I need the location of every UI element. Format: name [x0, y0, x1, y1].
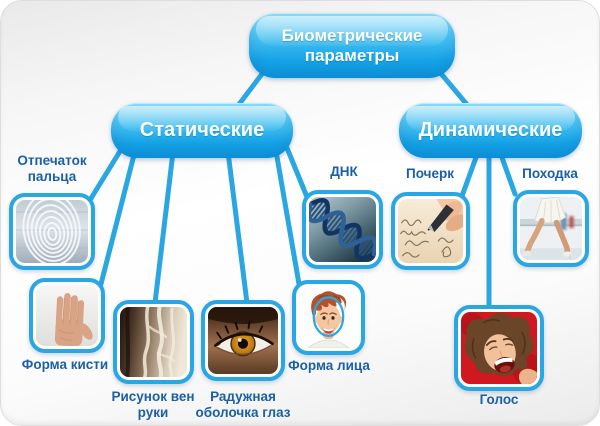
hand-shape-thumb: [29, 278, 105, 353]
connector-static-face: [273, 148, 302, 287]
dna-thumb: [302, 190, 383, 269]
connector-static-dna: [284, 145, 310, 200]
handwriting-label: Почерк: [406, 166, 454, 181]
fingerprint-image: [16, 200, 88, 263]
walking-woman-image: [520, 197, 582, 260]
connector-dynamic-handwriting: [459, 149, 481, 199]
connector-dynamic-gait: [497, 149, 518, 197]
gait-thumb: [513, 190, 589, 267]
connector-static-iris: [225, 149, 250, 306]
static-branch-node: Статические: [111, 103, 293, 158]
woman-face-image: [299, 287, 358, 348]
dynamic-branch-label: Динамические: [418, 119, 563, 141]
root-node-label: Биометрические параметры: [281, 25, 423, 65]
iris-label: Радужная оболочка глаз: [195, 389, 291, 420]
iris-thumb: [201, 300, 285, 381]
root-node: Биометрические параметры: [249, 13, 455, 78]
shouting-woman-image: [461, 312, 537, 384]
eye-iris-image: [208, 307, 278, 374]
hand-writing-image: [398, 199, 463, 263]
face-shape-label: Форма лица: [288, 358, 370, 373]
dna-label: ДНК: [330, 164, 358, 179]
static-branch-label: Статические: [139, 119, 265, 141]
fingerprint-label: Отпечаток пальца: [17, 153, 87, 184]
vein-pattern-label: Рисунок вен руки: [111, 389, 195, 420]
arm-veins-image: [120, 307, 187, 377]
connector-static-vein: [152, 149, 176, 306]
connector-root-dynamic: [435, 67, 472, 110]
dna-helix-image: [309, 197, 376, 262]
vein-pattern-thumb: [113, 300, 194, 384]
handwriting-thumb: [391, 192, 470, 270]
voice-thumb: [454, 305, 544, 391]
palm-hand-image: [36, 285, 98, 346]
voice-label: Голос: [479, 392, 519, 407]
dynamic-branch-node: Динамические: [399, 103, 582, 158]
hand-shape-label: Форма кисти: [21, 357, 109, 372]
connector-static-hand: [98, 148, 138, 287]
fingerprint-thumb: [9, 193, 95, 270]
connector-root-static: [234, 67, 268, 110]
gait-label: Походка: [522, 166, 578, 181]
connector-static-fingerprint: [87, 145, 125, 203]
face-shape-thumb: [292, 280, 365, 355]
